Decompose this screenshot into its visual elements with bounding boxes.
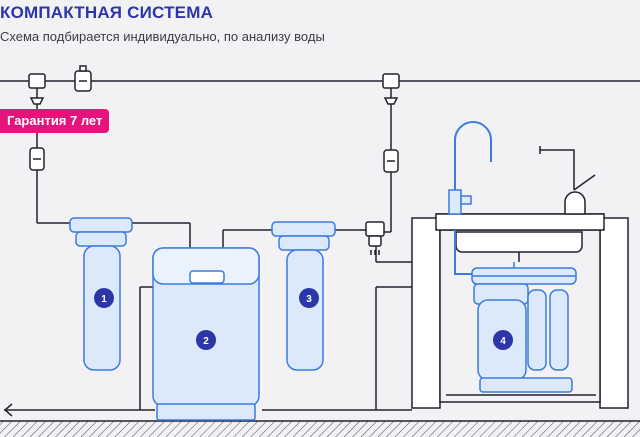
svg-text:4: 4 [500, 336, 506, 347]
svg-text:1: 1 [101, 294, 107, 305]
kitchen-riser [383, 104, 399, 233]
warranty-badge: Гарантия 7 лет [0, 109, 110, 133]
svg-text:2: 2 [203, 336, 209, 347]
inlet-riser [29, 104, 72, 224]
page-subtitle: Схема подбирается индивидуально, по анал… [0, 29, 325, 44]
component-number-4: 4 [493, 330, 513, 350]
component-number-2: 2 [196, 330, 216, 350]
component-number-3: 3 [299, 288, 319, 308]
main-faucet [539, 146, 596, 215]
filter-2 [152, 247, 260, 421]
filter-connections [3, 222, 412, 417]
component-number-1: 1 [94, 288, 114, 308]
floor [0, 420, 640, 437]
page-title: КОМПАКТНАЯ СИСТЕМА [0, 3, 214, 22]
supply-pipe [0, 65, 640, 105]
svg-text:3: 3 [306, 294, 312, 305]
filter-1 [69, 217, 133, 371]
valve-after-filter-3 [365, 221, 385, 255]
filter-3 [271, 221, 336, 371]
filtered-water-faucet [448, 121, 492, 275]
